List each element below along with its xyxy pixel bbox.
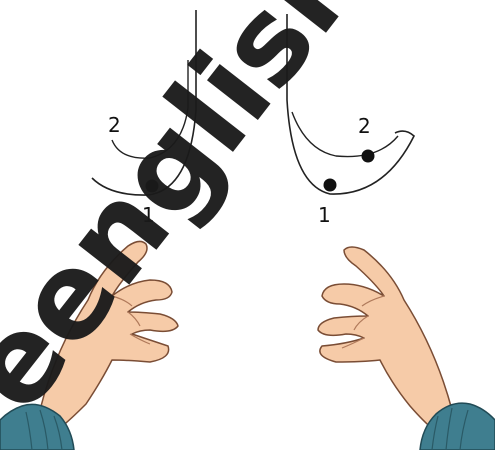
right-point-2-dot [362, 150, 375, 163]
right-point-1-label: 1 [318, 203, 331, 227]
right-hand-palm [318, 247, 452, 430]
right-hand-illustration [318, 247, 495, 450]
right-point-2-label: 2 [358, 114, 371, 138]
right-point-1-dot [324, 179, 337, 192]
right-curve-inner [292, 112, 398, 157]
